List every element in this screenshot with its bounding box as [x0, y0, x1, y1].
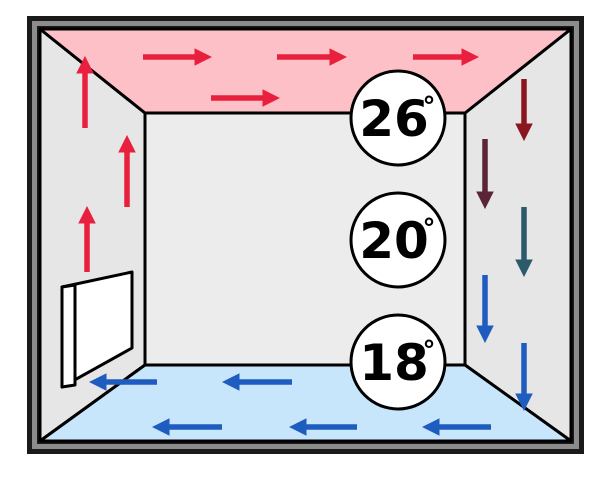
degree-symbol: °	[423, 92, 436, 122]
temperature-value: 20	[359, 212, 429, 270]
warm-air-ceiling-arrows	[143, 48, 480, 107]
radiator-icon	[60, 270, 134, 389]
temperature-value: 26	[359, 90, 429, 148]
cooling-air-descending-arrows	[476, 79, 533, 412]
temperature-badge-middle: 20 °	[349, 191, 447, 289]
cool-air-floor-arrows	[88, 373, 491, 436]
degree-symbol: °	[423, 214, 436, 244]
degree-symbol: °	[423, 336, 436, 366]
warm-air-rising-arrows	[76, 55, 136, 272]
temperature-value: 18	[359, 334, 429, 392]
temperature-badge-top: 26 °	[349, 69, 447, 167]
temperature-badge-bottom: 18 °	[349, 313, 447, 411]
